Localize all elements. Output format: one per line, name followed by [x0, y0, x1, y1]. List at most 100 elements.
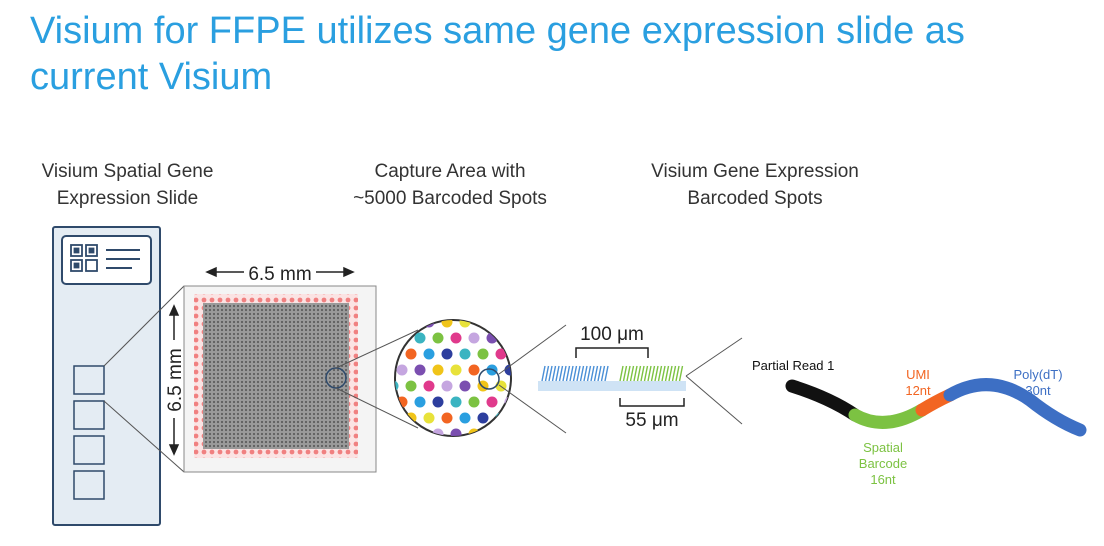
barcoded-dot: [495, 320, 507, 328]
probe-bristle: [661, 365, 666, 382]
capture-area-label: Capture Area with ~5000 Barcoded Spots: [330, 158, 570, 212]
probe-bristle: [650, 365, 656, 382]
magnified-spots: [394, 317, 534, 440]
probe-bristle: [597, 365, 602, 382]
barcoded-dot: [432, 396, 444, 408]
diameter-label: 55 μm: [625, 410, 678, 431]
width-label: 6.5 mm: [248, 264, 311, 285]
barcoded-dot: [504, 364, 511, 376]
capture-area-3: [73, 435, 105, 465]
barcoded-dot: [396, 428, 408, 436]
barcoded-dot: [450, 396, 462, 408]
probe-bristle: [626, 365, 631, 382]
height-label: 6.5 mm: [165, 348, 186, 411]
probe-bristle: [671, 365, 677, 382]
probe-bristle: [565, 365, 571, 382]
probe-bristle: [636, 365, 642, 382]
barcoded-dot: [468, 332, 480, 344]
barcoded-dot: [432, 332, 444, 344]
barcoded-dot: [450, 332, 462, 344]
zoom-lines-oligo: [685, 337, 743, 425]
probe-bristle: [551, 365, 557, 382]
polydt-length: 30nt: [1025, 383, 1051, 398]
barcoded-dot: [477, 412, 489, 424]
barcoded-dot: [405, 348, 417, 360]
probe-bristle: [562, 365, 567, 382]
probe-bristle: [657, 365, 663, 382]
slide-label-line-1: Visium Spatial Gene: [41, 161, 214, 182]
probe-bristle: [558, 365, 564, 382]
capture-oligo: [785, 378, 1087, 437]
barcoded-dot: [459, 348, 471, 360]
probe-bristles: [541, 365, 684, 382]
barcoded-dot: [514, 381, 525, 392]
polydt-segment: [943, 378, 1087, 437]
probe-bristle: [654, 365, 659, 382]
capture-area: [183, 285, 377, 473]
slide-label-line-2: Expression Slide: [56, 188, 199, 209]
probe-bristle: [643, 365, 649, 382]
barcoded-dot: [414, 396, 426, 408]
barcoded-dot: [450, 364, 462, 376]
title-line-2: current Visium: [30, 56, 273, 98]
probe-bristle: [604, 365, 609, 382]
barcoded-dot: [504, 428, 511, 436]
height-dimension: [168, 304, 180, 456]
barcoded-dot: [414, 332, 426, 344]
qr-code-icon: [70, 244, 98, 272]
probe-bristle: [668, 365, 673, 382]
barcoded-dot: [423, 412, 435, 424]
slide-title: Visium for FFPE utilizes same gene expre…: [30, 8, 1090, 100]
partial-read-label: Partial Read 1: [752, 358, 834, 373]
barcoded-spots-strip: [538, 365, 686, 391]
probe-bristle: [678, 365, 684, 382]
spots-label-line-1: Visium Gene Expression: [651, 161, 859, 182]
barcoded-dot: [495, 348, 507, 360]
probe-bristle: [600, 365, 606, 382]
partial-read-segment: [785, 379, 862, 422]
umi-label: UMI: [906, 367, 930, 382]
barcoded-dot: [468, 396, 480, 408]
barcoded-dot: [441, 380, 453, 392]
probe-bristle: [583, 365, 588, 382]
barcoded-dot: [405, 320, 417, 328]
barcoded-dot: [459, 320, 471, 328]
spatial-barcode-segment: [848, 403, 929, 429]
barcoded-dot: [486, 396, 498, 408]
zoom-lines-circle: [498, 324, 567, 434]
barcoded-dot: [396, 332, 408, 344]
barcoded-dot: [514, 317, 525, 328]
barcode-label-2: Barcode: [859, 456, 907, 471]
spots-label-line-2: Barcoded Spots: [687, 188, 823, 209]
barcoded-dot: [432, 428, 444, 436]
barcoded-dot: [486, 428, 498, 436]
expression-slide: [52, 226, 161, 526]
capture-area-4: [73, 470, 105, 500]
barcoded-spots-label: Visium Gene Expression Barcoded Spots: [630, 158, 880, 212]
width-dimension: [205, 266, 355, 278]
probe-bristle: [576, 365, 581, 382]
probe-bristle: [675, 365, 680, 382]
slide-label: Visium Spatial Gene Expression Slide: [20, 158, 235, 212]
probe-bristle: [622, 365, 628, 382]
text-lines-icon: [106, 249, 140, 269]
barcoded-dot: [495, 412, 507, 424]
barcoded-dot: [414, 364, 426, 376]
probe-bristle: [555, 365, 560, 382]
barcoded-dot: [504, 332, 511, 344]
zoom-lines-capture: [335, 329, 419, 429]
spacing-label: 100 μm: [580, 324, 644, 345]
probe-bristle: [569, 365, 574, 382]
barcoded-dot: [405, 380, 417, 392]
probe-bristle: [647, 365, 652, 382]
zoom-dot-marker: [478, 368, 500, 390]
barcoded-dot: [523, 365, 534, 376]
polydt-label: Poly(dT): [1013, 367, 1062, 382]
barcoded-dot: [477, 348, 489, 360]
capture-area-1: [73, 365, 105, 395]
probe-bristle: [572, 365, 578, 382]
barcode-label: Spatial: [863, 440, 903, 455]
barcoded-dot: [468, 364, 480, 376]
barcoded-dot: [514, 349, 525, 360]
barcoded-dot: [523, 429, 534, 440]
